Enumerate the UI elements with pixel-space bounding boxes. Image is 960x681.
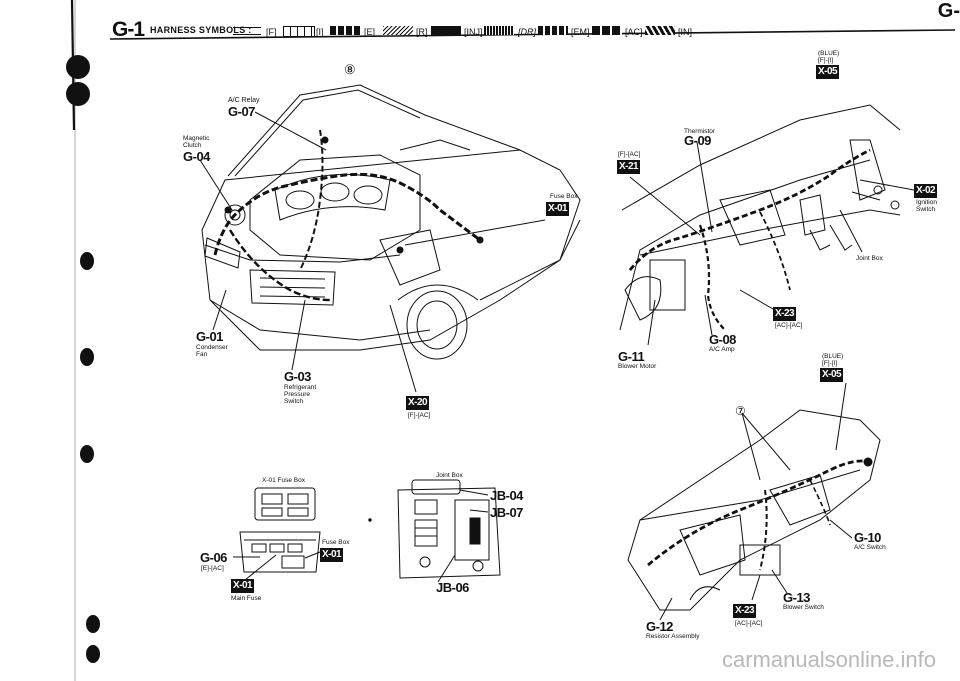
- page-code: G-1: [112, 18, 145, 41]
- jb04-code: JB-04: [490, 488, 523, 503]
- dash-lower-drawing: [627, 382, 881, 621]
- watermark: carmanualsonline.info: [721, 647, 936, 672]
- symbol-label: [EM]: [571, 27, 590, 37]
- pressure-switch-code: G-03: [284, 369, 311, 384]
- connector-tag: [E]-[AC]: [201, 565, 224, 572]
- connector-tag: [AC]-[AC]: [775, 322, 803, 329]
- connector-x01: X-01: [546, 202, 570, 216]
- ignition-switch-label: Ignition: [916, 199, 937, 206]
- connector-x01: X-01: [320, 548, 344, 562]
- connector-tag: [F]-[I]: [818, 57, 834, 64]
- binding-hole: [86, 645, 100, 663]
- ac-switch-code: G-10: [854, 530, 881, 545]
- binding-hole: [80, 445, 94, 463]
- symbol-swatch-e: [330, 26, 360, 35]
- ac-relay-label: A/C Relay: [228, 97, 260, 104]
- symbol-label: [I]: [316, 27, 324, 37]
- symbol-label: [F]: [266, 27, 277, 37]
- blower-motor-code: G-11: [618, 349, 645, 364]
- main-fuse-label: Main Fuse: [231, 595, 262, 602]
- g06-code: G-06: [200, 550, 227, 565]
- symbol-swatch-i: [283, 26, 315, 37]
- blue-tag: (BLUE): [822, 353, 844, 360]
- resistor-code: G-12: [646, 619, 673, 634]
- connector-x02: X-02: [914, 184, 938, 198]
- magnetic-clutch-code: G-04: [183, 149, 210, 164]
- connector-tag: [F]-[AC]: [618, 151, 641, 158]
- view-marker: ⑧: [344, 62, 356, 77]
- connector-x01-main: X-01: [231, 579, 255, 593]
- binding-hole: [66, 82, 90, 106]
- blower-switch-code: G-13: [783, 590, 810, 605]
- symbol-label: [AC]: [625, 27, 643, 37]
- fuse-box-detail-title: X-01 Fuse Box: [262, 477, 305, 484]
- symbol-label: [IN]: [678, 27, 693, 37]
- connector-x05: X-05: [816, 65, 840, 79]
- symbol-swatch-r: [383, 26, 413, 35]
- symbol-swatch-em: [538, 26, 568, 35]
- pressure-switch-label: Refrigerant: [284, 384, 317, 391]
- ignition-switch-label: Switch: [916, 206, 936, 213]
- blower-switch-label: Blower Switch: [783, 604, 824, 611]
- condenser-fan-code: G-01: [196, 329, 223, 344]
- ac-amp-label: A/C Amp: [709, 346, 735, 353]
- ac-amp-code: G-08: [709, 332, 736, 347]
- binding-hole: [66, 55, 90, 79]
- engine-bay-drawing: [199, 84, 581, 393]
- connector-x05: X-05: [820, 368, 844, 382]
- binding-hole: [80, 252, 94, 270]
- jb07-code: JB-07: [490, 505, 523, 520]
- harness-symbols-title: HARNESS SYMBOLS :: [150, 25, 252, 35]
- symbol-swatch-ac: [592, 26, 622, 35]
- connector-x23: X-23: [733, 604, 757, 618]
- ac-switch-label: A/C Switch: [854, 544, 886, 551]
- symbol-swatch-in: [645, 26, 675, 35]
- thermistor-label: Thermistor: [684, 128, 716, 135]
- jb06-code: JB-06: [436, 580, 469, 595]
- dash-upper-drawing: [619, 104, 915, 346]
- ac-relay-code: G-07: [228, 104, 255, 119]
- condenser-fan-label: Condenser: [196, 344, 228, 351]
- connector-x20: X-20: [406, 396, 430, 410]
- magnetic-clutch-label: Clutch: [183, 142, 202, 149]
- corner-page-code: G-: [937, 0, 960, 22]
- fuse-box-label: Fuse Box: [550, 193, 578, 200]
- blower-motor-label: Blower Motor: [618, 363, 657, 370]
- fuse-box-detail-drawing: [233, 487, 372, 581]
- magnetic-clutch-label: Magnetic: [183, 135, 210, 142]
- view-marker: ⑦: [735, 404, 746, 418]
- pressure-switch-label: Pressure: [284, 391, 311, 398]
- condenser-fan-label: Fan: [196, 351, 208, 358]
- blue-tag: (BLUE): [818, 50, 840, 57]
- connector-x21: X-21: [617, 160, 641, 174]
- symbol-swatch-f: [233, 27, 261, 35]
- joint-box-detail-title: Joint Box: [436, 472, 463, 479]
- connector-x23: X-23: [773, 307, 797, 321]
- symbol-swatch-inj: [431, 26, 461, 35]
- joint-box-detail-drawing: [397, 479, 501, 583]
- symbol-label: [DR]: [518, 27, 536, 37]
- symbol-label: [INJ]: [464, 27, 483, 37]
- binding-hole: [80, 348, 94, 366]
- resistor-label: Resistor Assembly: [646, 633, 700, 640]
- symbol-label: [E]: [364, 27, 376, 37]
- symbol-swatch-dr: [484, 26, 514, 35]
- connector-tag: [F]-[AC]: [408, 412, 431, 419]
- binding-hole: [86, 615, 100, 633]
- connector-tag: [AC]-[AC]: [735, 620, 763, 627]
- fuse-box-label: Fuse Box: [322, 539, 350, 546]
- thermistor-code: G-09: [684, 133, 711, 148]
- symbol-label: [R]: [416, 27, 428, 37]
- joint-box-label: Joint Box: [856, 255, 883, 262]
- pressure-switch-label: Switch: [284, 398, 304, 405]
- connector-tag: [F]-[I]: [822, 360, 838, 367]
